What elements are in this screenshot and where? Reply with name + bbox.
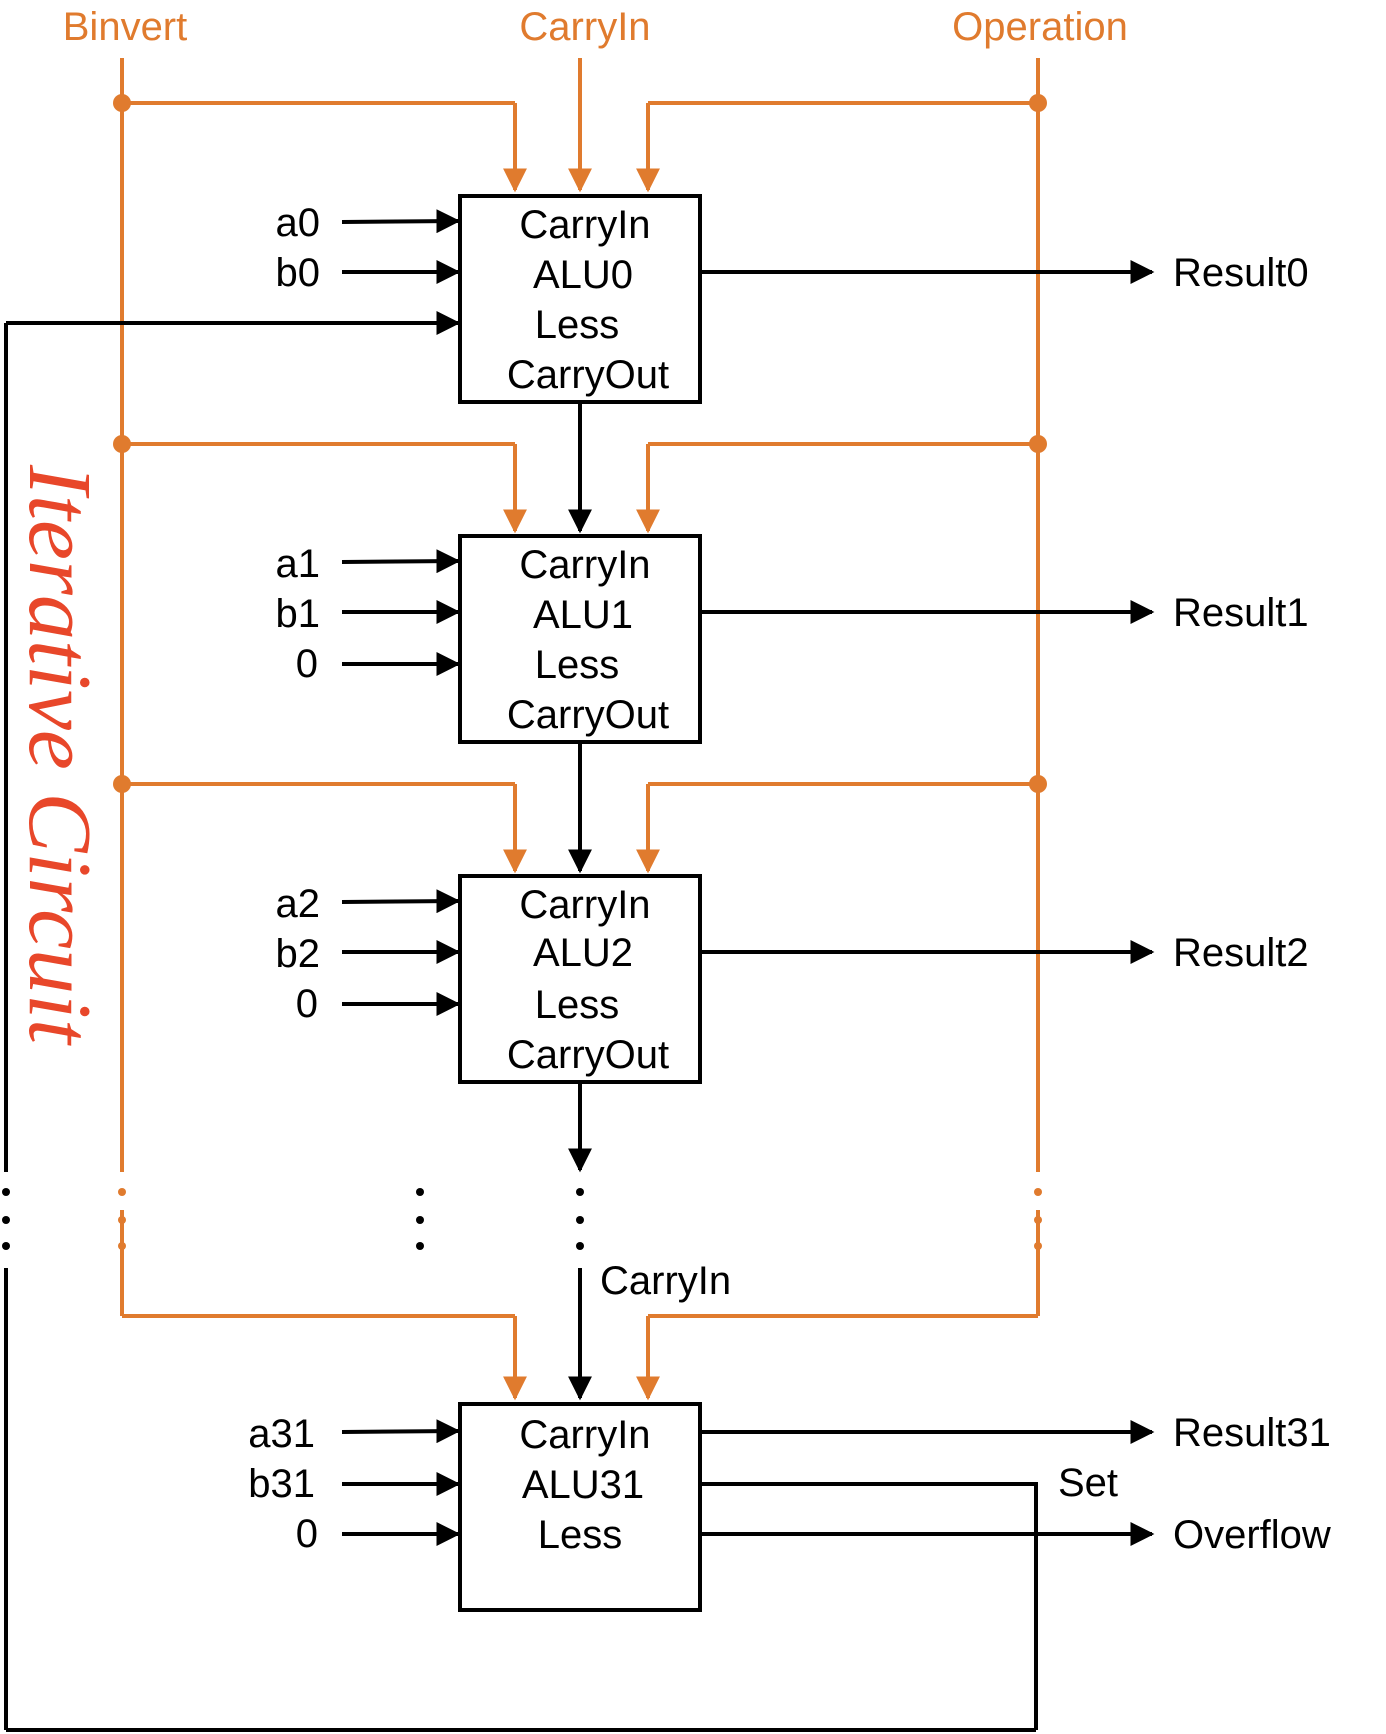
carryin-top-label: CarryIn bbox=[519, 5, 650, 49]
alu2-result-label: Result2 bbox=[1173, 931, 1309, 975]
ellipsis-black bbox=[2, 1188, 584, 1250]
overflow-label: Overflow bbox=[1173, 1513, 1331, 1557]
alu31-a-label: a31 bbox=[248, 1412, 315, 1456]
ellipsis-orange bbox=[118, 1188, 1042, 1250]
alu1-a-label: a1 bbox=[276, 542, 321, 586]
alu2-less-input-label: 0 bbox=[296, 982, 318, 1026]
alu31-less-input-label: 0 bbox=[296, 1512, 318, 1556]
alu31-carryin-port: CarryIn bbox=[519, 1413, 650, 1457]
alu0-less-port: Less bbox=[535, 303, 620, 347]
alu2-carryin-port: CarryIn bbox=[519, 883, 650, 927]
alu1-carryout-port: CarryOut bbox=[507, 693, 669, 737]
alu0-a-label: a0 bbox=[276, 201, 321, 245]
side-title: Iterative Circuit bbox=[10, 464, 109, 1046]
alu0-b-label: b0 bbox=[276, 251, 321, 295]
alu1-result-label: Result1 bbox=[1173, 591, 1309, 635]
operation-bus bbox=[636, 58, 1040, 1401]
alu1-block: CarryIn ALU1 Less CarryOut a1 b1 0 Resul… bbox=[276, 534, 1309, 874]
alu31-block: CarryIn ALU31 Less a31 b31 0 Result31 Se… bbox=[248, 1402, 1331, 1612]
alu2-carryout-port: CarryOut bbox=[507, 1033, 669, 1077]
carryin-chain-label: CarryIn bbox=[600, 1259, 731, 1303]
alu0-carryin-port: CarryIn bbox=[519, 203, 650, 247]
alu0-carryout-port: CarryOut bbox=[507, 353, 669, 397]
alu2-a-label: a2 bbox=[276, 882, 321, 926]
alu31-b-label: b31 bbox=[248, 1462, 315, 1506]
alu1-less-port: Less bbox=[535, 643, 620, 687]
alu1-less-input-label: 0 bbox=[296, 642, 318, 686]
alu2-name: ALU2 bbox=[533, 931, 633, 975]
binvert-label: Binvert bbox=[63, 5, 188, 49]
alu31-result-label: Result31 bbox=[1173, 1411, 1331, 1455]
alu0-name: ALU0 bbox=[533, 253, 633, 297]
control-branches bbox=[113, 94, 1047, 874]
carry-chain-31: CarryIn bbox=[568, 1259, 731, 1401]
alu2-b-label: b2 bbox=[276, 932, 321, 976]
alu31-less-port: Less bbox=[538, 1513, 623, 1557]
set-label: Set bbox=[1058, 1461, 1118, 1505]
alu1-b-label: b1 bbox=[276, 592, 321, 636]
binvert-bus bbox=[120, 58, 527, 1401]
alu0-result-label: Result0 bbox=[1173, 251, 1309, 295]
alu1-name: ALU1 bbox=[533, 593, 633, 637]
alu2-block: CarryIn ALU2 Less CarryOut a2 b2 0 Resul… bbox=[276, 874, 1309, 1173]
alu0-block: CarryIn ALU0 Less CarryOut a0 b0 Result0 bbox=[276, 194, 1309, 534]
set-feedback-wire bbox=[4, 311, 1038, 1732]
alu31-name: ALU31 bbox=[522, 1463, 644, 1507]
alu2-less-port: Less bbox=[535, 983, 620, 1027]
operation-label: Operation bbox=[952, 5, 1128, 49]
alu1-carryin-port: CarryIn bbox=[519, 543, 650, 587]
